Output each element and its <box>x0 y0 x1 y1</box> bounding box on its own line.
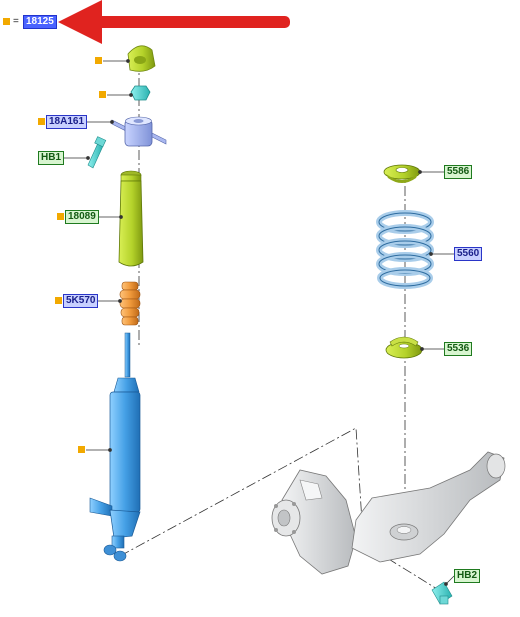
lower-spring-seat-label[interactable]: 5536 <box>444 342 473 356</box>
assembly-line <box>119 427 363 557</box>
strut-mount-marker-icon <box>38 118 45 125</box>
dust-boot-marker-icon <box>57 213 64 220</box>
top-cap-marker-icon[interactable] <box>95 57 102 64</box>
legend-marker-icon <box>3 18 10 25</box>
legend-equals: = <box>13 16 19 27</box>
coil-spring-label[interactable]: 5560 <box>454 247 483 261</box>
leader-lines <box>64 59 455 586</box>
strut-mount-part <box>111 116 167 147</box>
coil-spring-part <box>376 210 434 289</box>
shock-absorber-part <box>89 332 141 562</box>
lower-bolt-part <box>431 581 453 605</box>
bump-stop-marker-icon <box>55 297 62 304</box>
nut-marker-icon[interactable] <box>99 91 106 98</box>
strut-mount-label[interactable]: 18A161 <box>46 115 88 129</box>
lower-control-arm-part <box>351 451 506 563</box>
upper-bolt-part <box>87 136 107 169</box>
shock-absorber-marker-icon[interactable] <box>78 446 85 453</box>
lower-spring-seat-part <box>385 336 423 359</box>
lower-bolt-label[interactable]: HB2 <box>454 569 481 583</box>
upper-spring-seat-label[interactable]: 5586 <box>444 165 473 179</box>
nut-part <box>130 85 151 101</box>
pointer-arrow <box>58 0 290 44</box>
legend-ref-code[interactable]: 18125 <box>23 15 57 29</box>
bump-stop-label[interactable]: 5K570 <box>63 294 99 308</box>
upper-bolt-label[interactable]: HB1 <box>38 151 65 165</box>
bump-stop-part <box>119 281 141 326</box>
upper-spring-seat-part <box>383 164 421 183</box>
dust-boot-label[interactable]: 18089 <box>65 210 99 224</box>
wheel-knuckle-part <box>271 469 357 575</box>
dust-boot-part <box>118 170 144 267</box>
top-cap-part <box>127 45 156 72</box>
